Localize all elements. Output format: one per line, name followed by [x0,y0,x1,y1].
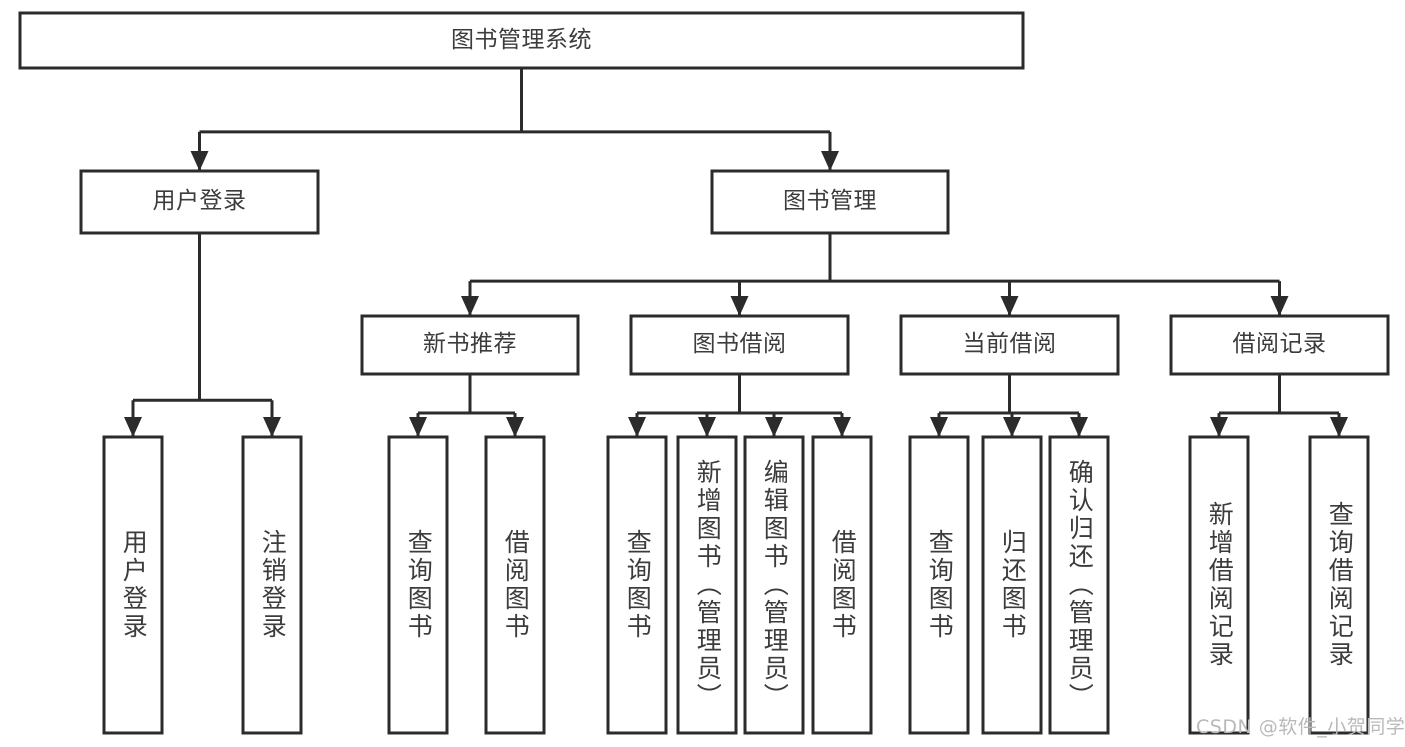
node-box-leaf-add-book[interactable] [676,435,738,735]
node-box-user-login[interactable] [79,169,320,235]
edge-layer [124,68,1348,437]
node-box-borrow-record[interactable] [1169,314,1390,376]
node-box-leaf-query-book-rec[interactable] [387,435,449,735]
node-box-leaf-user-logout[interactable] [241,435,303,735]
node-box-leaf-query-book-cur[interactable] [908,435,970,735]
node-box-book-manage[interactable] [710,169,950,235]
node-box-leaf-confirm-return[interactable] [1048,435,1110,735]
node-box-leaf-edit-book[interactable] [743,435,805,735]
node-box-leaf-borrow-book[interactable] [811,435,873,735]
node-box-leaf-query-book-borrow[interactable] [606,435,668,735]
node-box-leaf-user-login[interactable] [102,435,164,735]
node-box-current-borrow[interactable] [899,314,1120,376]
watermark-text: CSDN @软件_小贺同学 [1196,716,1405,738]
node-box-leaf-borrow-book-rec[interactable] [484,435,546,735]
node-box-leaf-add-record[interactable] [1188,435,1250,735]
node-box-leaf-query-record[interactable] [1308,435,1370,735]
node-box-book-borrow[interactable] [629,314,850,376]
node-box-root[interactable] [18,11,1025,70]
node-layer [18,11,1390,735]
node-box-new-book-recommend[interactable] [360,314,580,376]
node-box-leaf-return-book[interactable] [981,435,1043,735]
